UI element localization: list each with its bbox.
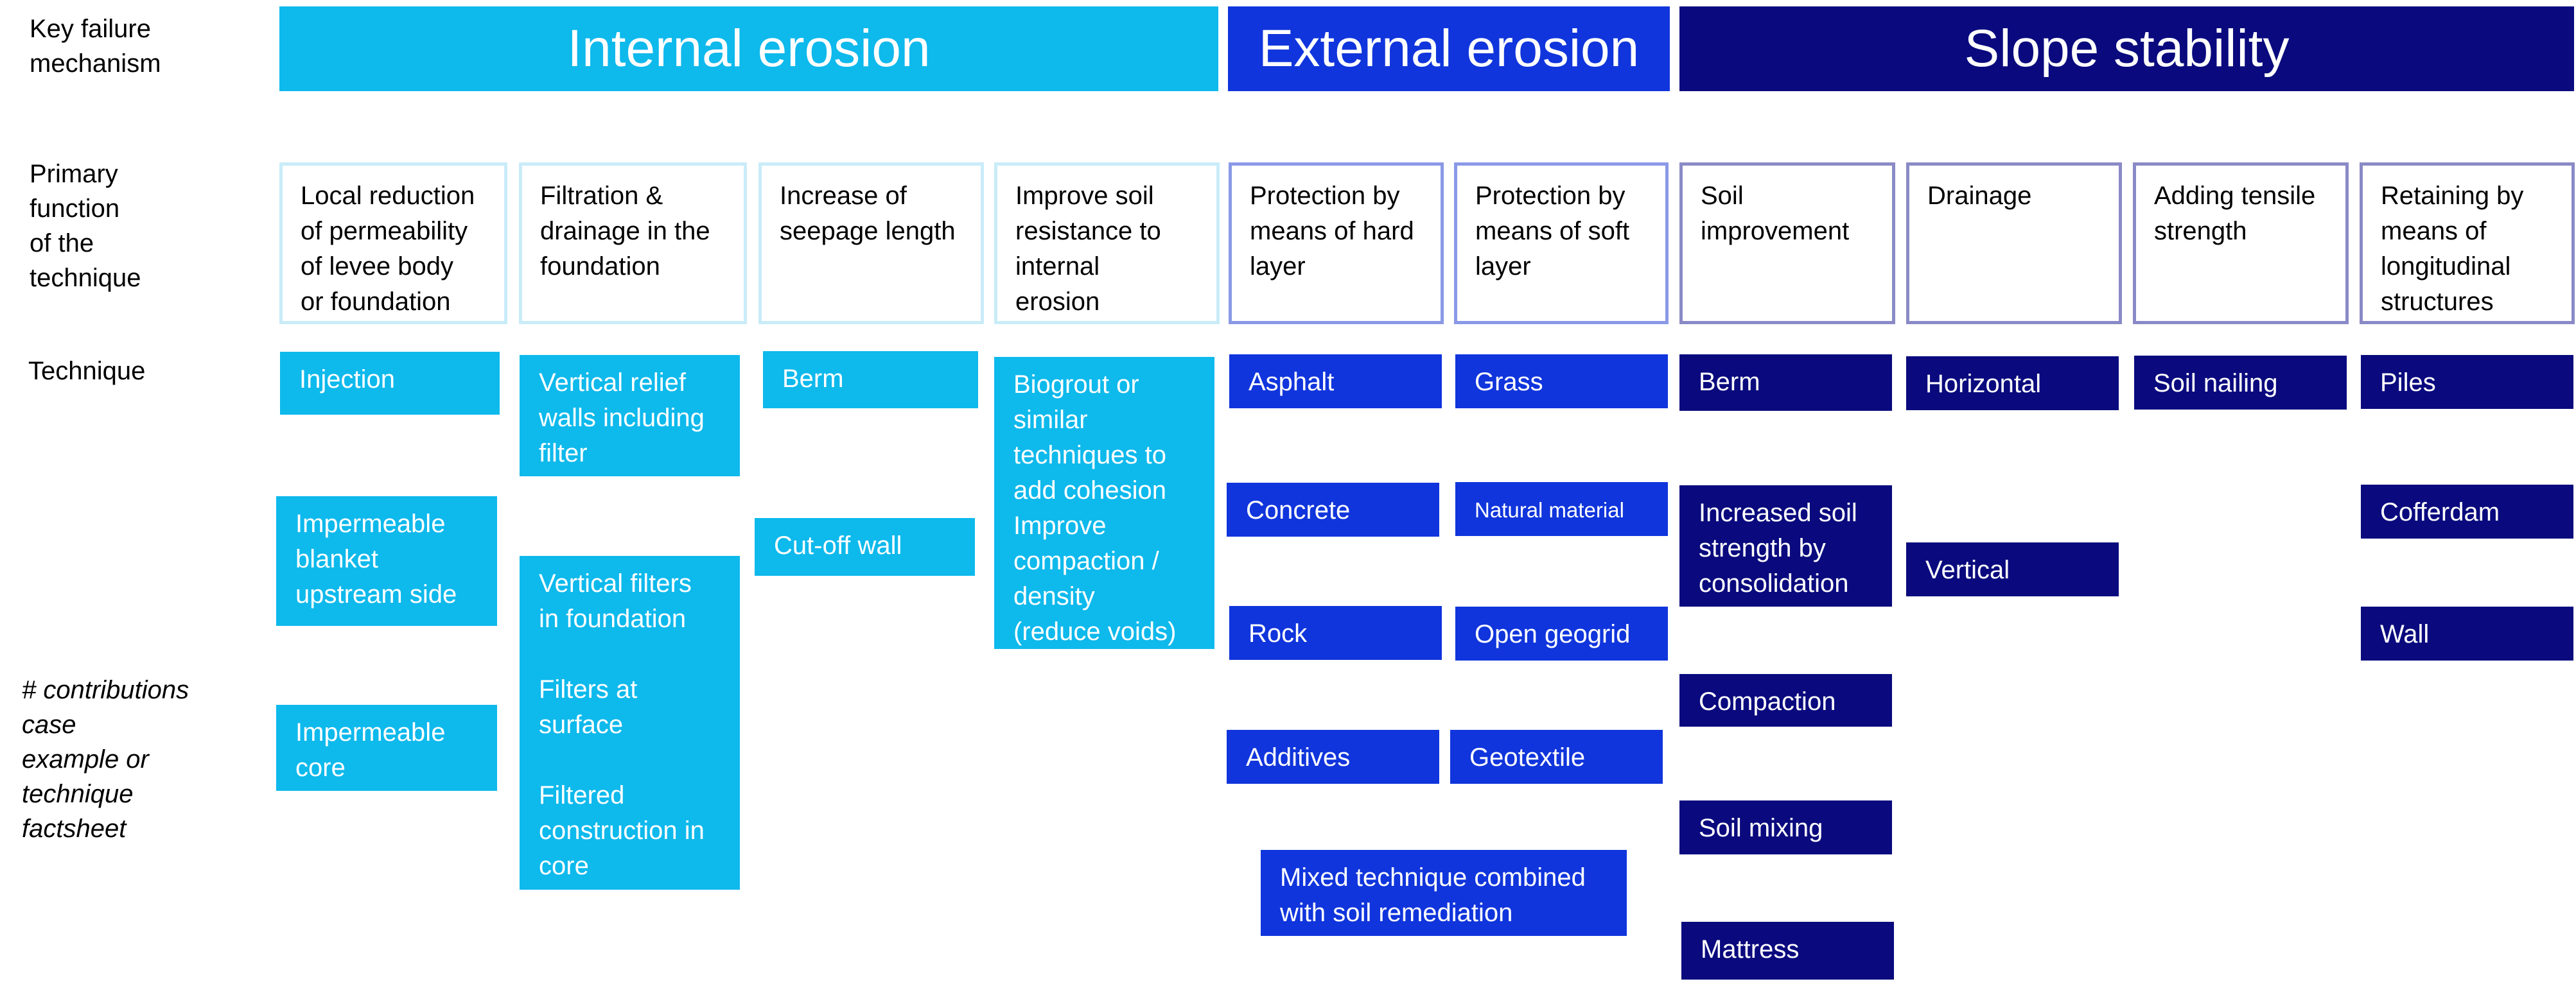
function-local-reduction-permeability: Local reduction of permeability of levee…: [279, 162, 507, 324]
technique-piles: Piles: [2361, 355, 2573, 409]
technique-cofferdam: Cofferdam: [2361, 485, 2573, 539]
function-soil-improvement: Soil improvement: [1679, 162, 1895, 324]
mechanism-external-erosion: External erosion: [1228, 6, 1670, 91]
technique-additives: Additives: [1227, 730, 1439, 784]
function-adding-tensile-strength: Adding tensile strength: [2133, 162, 2349, 324]
technique-concrete: Concrete: [1227, 483, 1439, 537]
technique-rock: Rock: [1229, 606, 1442, 660]
function-protection-hard-layer: Protection by means of hard layer: [1229, 162, 1444, 324]
function-improve-soil-resistance: Improve soil resistance to internal eros…: [994, 162, 1220, 324]
technique-berm-internal: Berm: [763, 351, 978, 408]
technique-compaction: Compaction: [1679, 674, 1892, 727]
technique-open-geogrid: Open geogrid: [1455, 607, 1668, 661]
technique-horizontal: Horizontal: [1906, 356, 2119, 410]
technique-soil-nailing: Soil nailing: [2134, 356, 2347, 410]
mechanism-slope-stability: Slope stability: [1679, 6, 2574, 91]
technique-mixed-technique: Mixed technique combined with soil remed…: [1261, 850, 1627, 936]
function-filtration-drainage: Filtration & drainage in the foundation: [519, 162, 747, 324]
function-drainage: Drainage: [1906, 162, 2122, 324]
function-retaining-longitudinal-structures: Retaining by means of longitudinal struc…: [2360, 162, 2575, 324]
technique-vertical: Vertical: [1906, 542, 2119, 596]
technique-vertical-relief-walls: Vertical relief walls including filter: [520, 355, 740, 476]
technique-wall: Wall: [2361, 607, 2573, 661]
technique-biogrout: Biogrout or similar techniques to add co…: [994, 357, 1214, 649]
row-label-contributions: # contributions case example or techniqu…: [22, 676, 189, 843]
technique-cut-off-wall: Cut-off wall: [755, 518, 975, 576]
row-label-function: Primary function of the technique: [30, 160, 141, 292]
row-label-mechanism: Key failure mechanism: [30, 15, 161, 78]
technique-soil-mixing: Soil mixing: [1679, 800, 1892, 854]
technique-geotextile: Geotextile: [1450, 730, 1663, 784]
technique-injection: Injection: [280, 352, 500, 415]
technique-mattress: Mattress: [1681, 922, 1894, 980]
function-increase-seepage-length: Increase of seepage length: [758, 162, 984, 324]
mechanism-internal-erosion: Internal erosion: [279, 6, 1218, 91]
technique-natural-material: Natural material: [1455, 482, 1668, 536]
technique-grass: Grass: [1455, 354, 1668, 408]
technique-impermeable-core: Impermeable core: [276, 705, 497, 791]
technique-impermeable-blanket: Impermeable blanket upstream side: [276, 496, 497, 626]
technique-asphalt: Asphalt: [1229, 354, 1442, 408]
function-protection-soft-layer: Protection by means of soft layer: [1454, 162, 1669, 324]
technique-berm-slope: Berm: [1679, 354, 1892, 411]
row-label-technique: Technique: [28, 357, 146, 385]
technique-vertical-filters: Vertical filters in foundation Filters a…: [520, 556, 740, 890]
technique-increased-soil-strength: Increased soil strength by consolidation: [1679, 485, 1892, 607]
